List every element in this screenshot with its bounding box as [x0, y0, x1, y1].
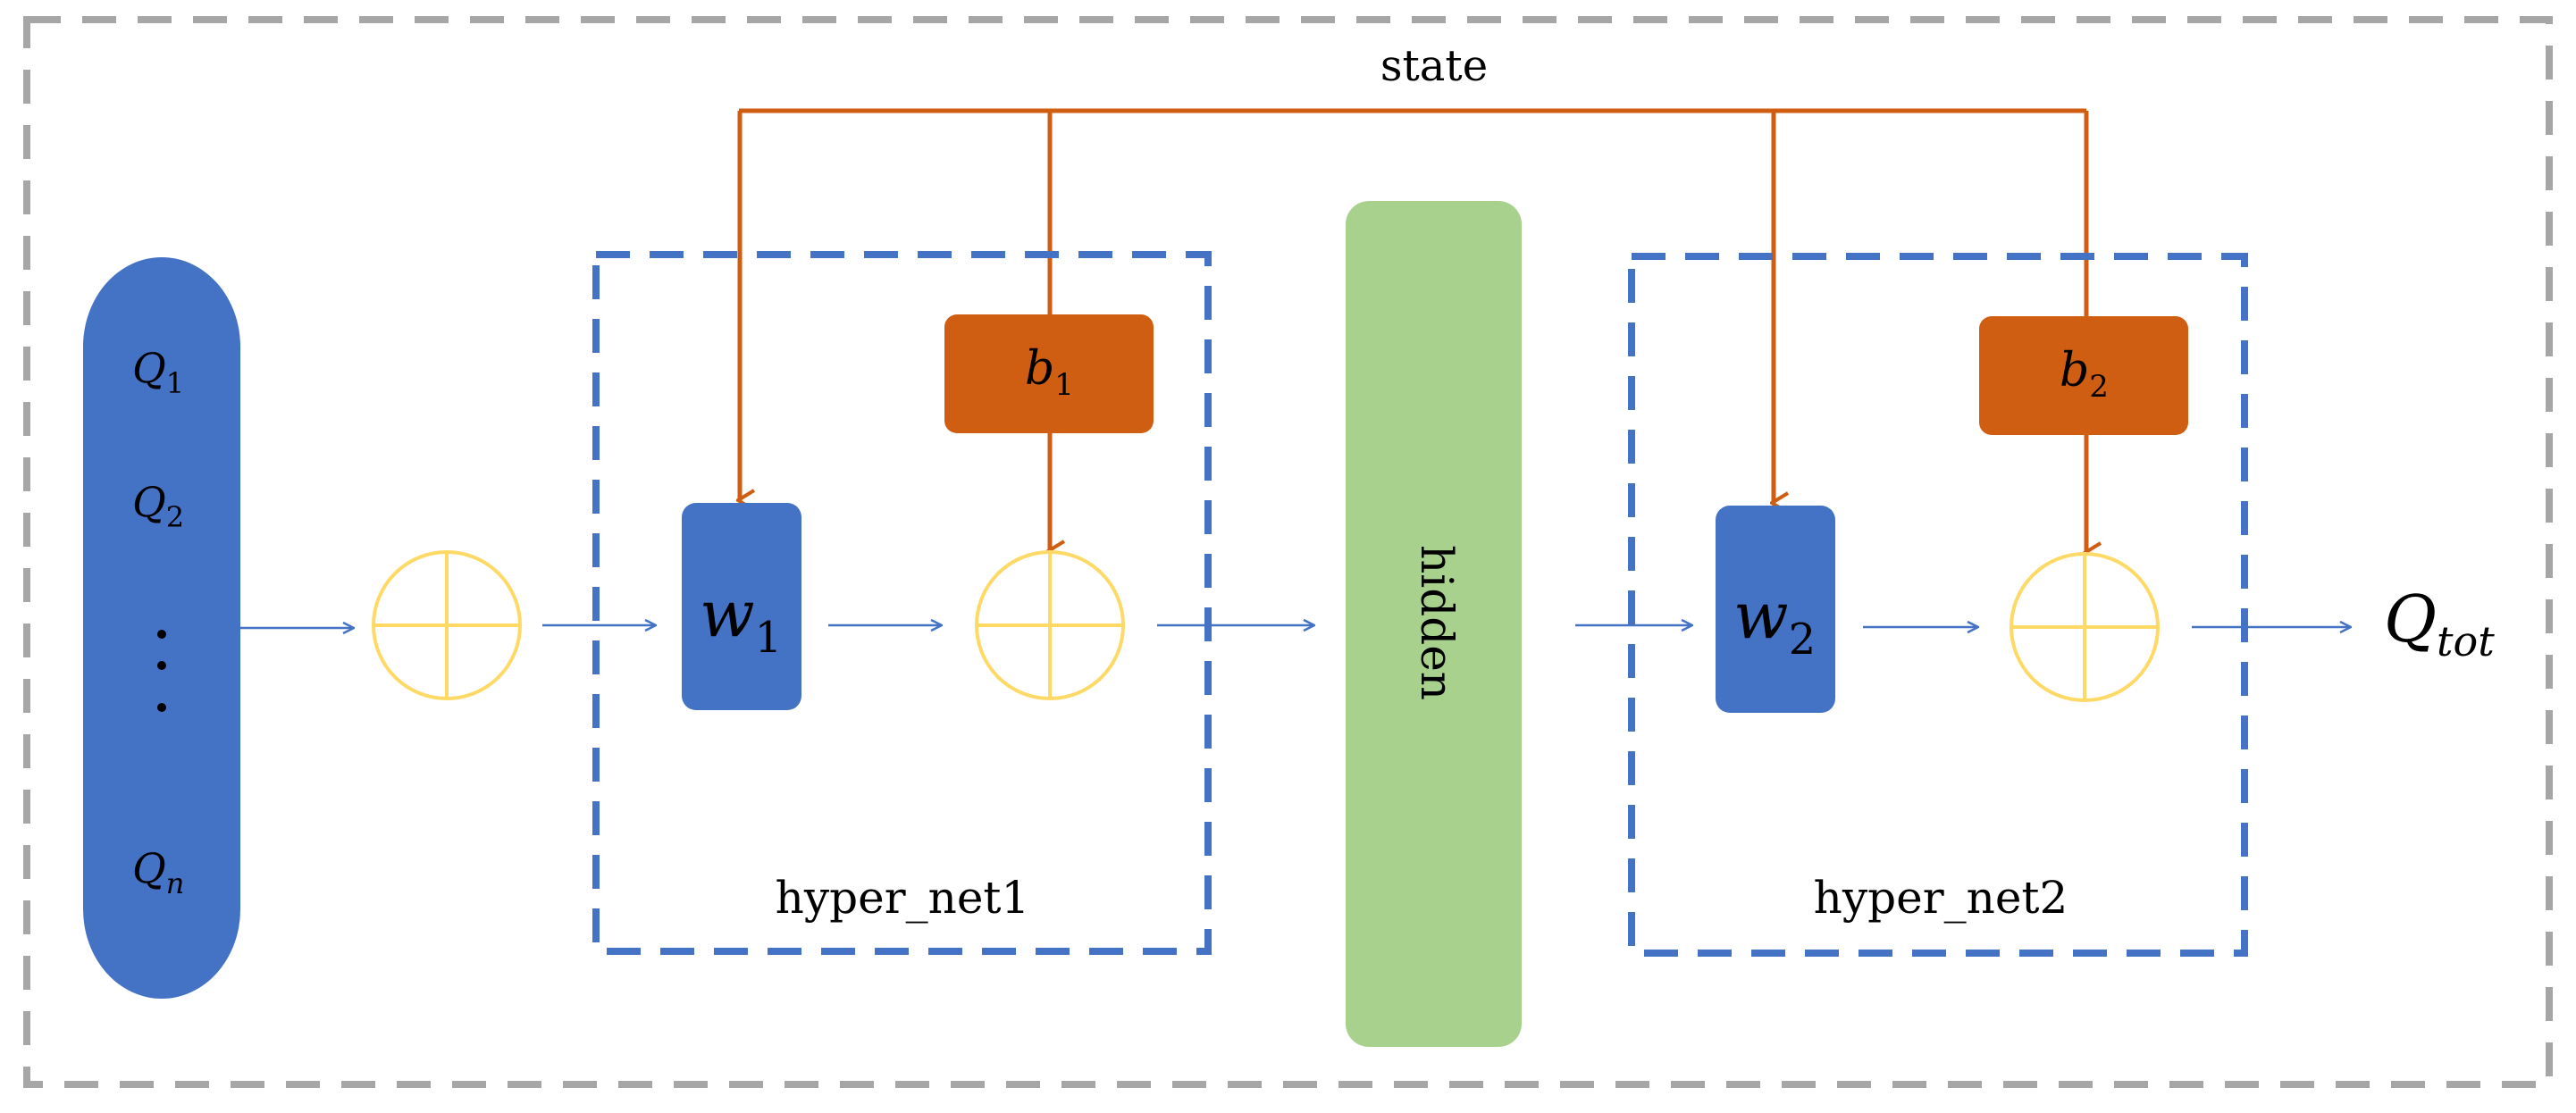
- b2-label: b2: [2060, 344, 2109, 405]
- state-label: state: [1380, 41, 1488, 91]
- hidden-layer-block: [1346, 201, 1522, 1047]
- q-tot-output-label: Qtot: [2384, 582, 2495, 665]
- b2-block: [1979, 316, 2188, 435]
- hyper-net1-box: [592, 251, 1212, 955]
- w1-block: [682, 503, 801, 710]
- state-connections: [739, 108, 2086, 553]
- w1-label: w1: [700, 576, 782, 663]
- flow-arrows: [240, 625, 2350, 628]
- input-sum-operator: [372, 550, 522, 700]
- ellipsis-dots: [157, 630, 166, 712]
- hyper-net2-add-operator: [2010, 552, 2160, 702]
- qn-label: Qn: [132, 844, 184, 900]
- b1-label: b1: [1025, 342, 1074, 403]
- w2-label: w2: [1733, 578, 1816, 665]
- q2-label: Q2: [132, 478, 184, 534]
- agent-q-values-capsule: [83, 257, 240, 999]
- hyper-net2-box: [1628, 253, 2248, 957]
- hyper-net1-add-operator: [975, 550, 1125, 700]
- q1-label: Q1: [132, 344, 184, 400]
- b1-block: [944, 314, 1154, 433]
- outer-frame: [23, 16, 2553, 1088]
- hyper-net1-label: hyper_net1: [776, 872, 1030, 924]
- hyper-net2-label: hyper_net2: [1814, 872, 2068, 924]
- hidden-label: hidden: [1411, 545, 1463, 700]
- w2-block: [1716, 506, 1835, 713]
